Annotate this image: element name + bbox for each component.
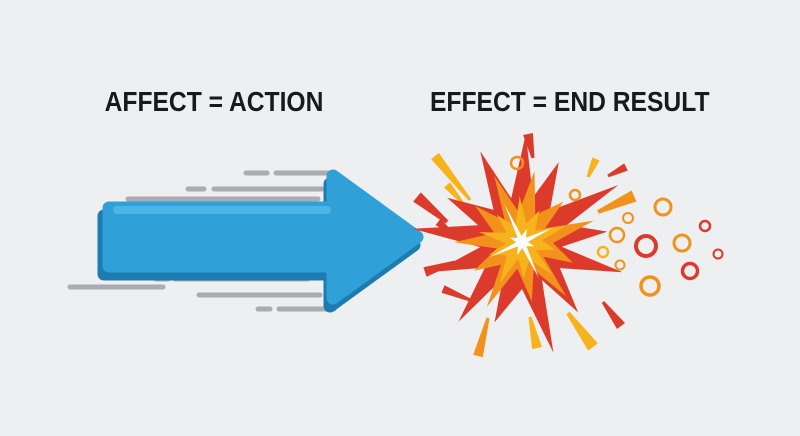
burst-ray: [597, 190, 637, 214]
burst-ray: [423, 260, 456, 277]
spark-ring: [608, 226, 626, 244]
arrow-icon: [97, 169, 424, 313]
burst-ray: [441, 285, 471, 302]
spark-ring: [596, 245, 610, 259]
burst-ray: [413, 192, 449, 224]
burst-rays: [413, 133, 637, 358]
spark-ring: [639, 275, 661, 297]
left-caption: AFFECT = ACTION: [104, 86, 324, 117]
burst-ray: [431, 152, 472, 201]
spark-rings: [509, 155, 724, 297]
right-caption: EFFECT = END RESULT: [430, 86, 710, 117]
burst-star-white: [489, 203, 553, 279]
spark-ring: [698, 219, 712, 233]
spark-ring: [568, 188, 582, 202]
burst-ray: [473, 317, 490, 358]
burst-ray: [528, 316, 542, 350]
burst-ray: [607, 163, 628, 178]
spark-ring: [680, 261, 700, 281]
burst-ray: [586, 157, 600, 178]
spark-ring: [634, 234, 658, 258]
spark-ring: [614, 259, 626, 271]
spark-ring: [653, 197, 673, 217]
burst-ray: [601, 301, 625, 329]
arrow-body-shape: [102, 169, 424, 305]
burst-stars: [412, 134, 623, 353]
spark-ring: [672, 233, 692, 253]
spark-ring: [622, 212, 634, 224]
spark-ring: [509, 155, 525, 171]
spark-ring: [712, 248, 724, 260]
burst-ray: [566, 311, 598, 351]
explosion-icon: [412, 133, 724, 358]
burst-ray: [444, 182, 464, 203]
